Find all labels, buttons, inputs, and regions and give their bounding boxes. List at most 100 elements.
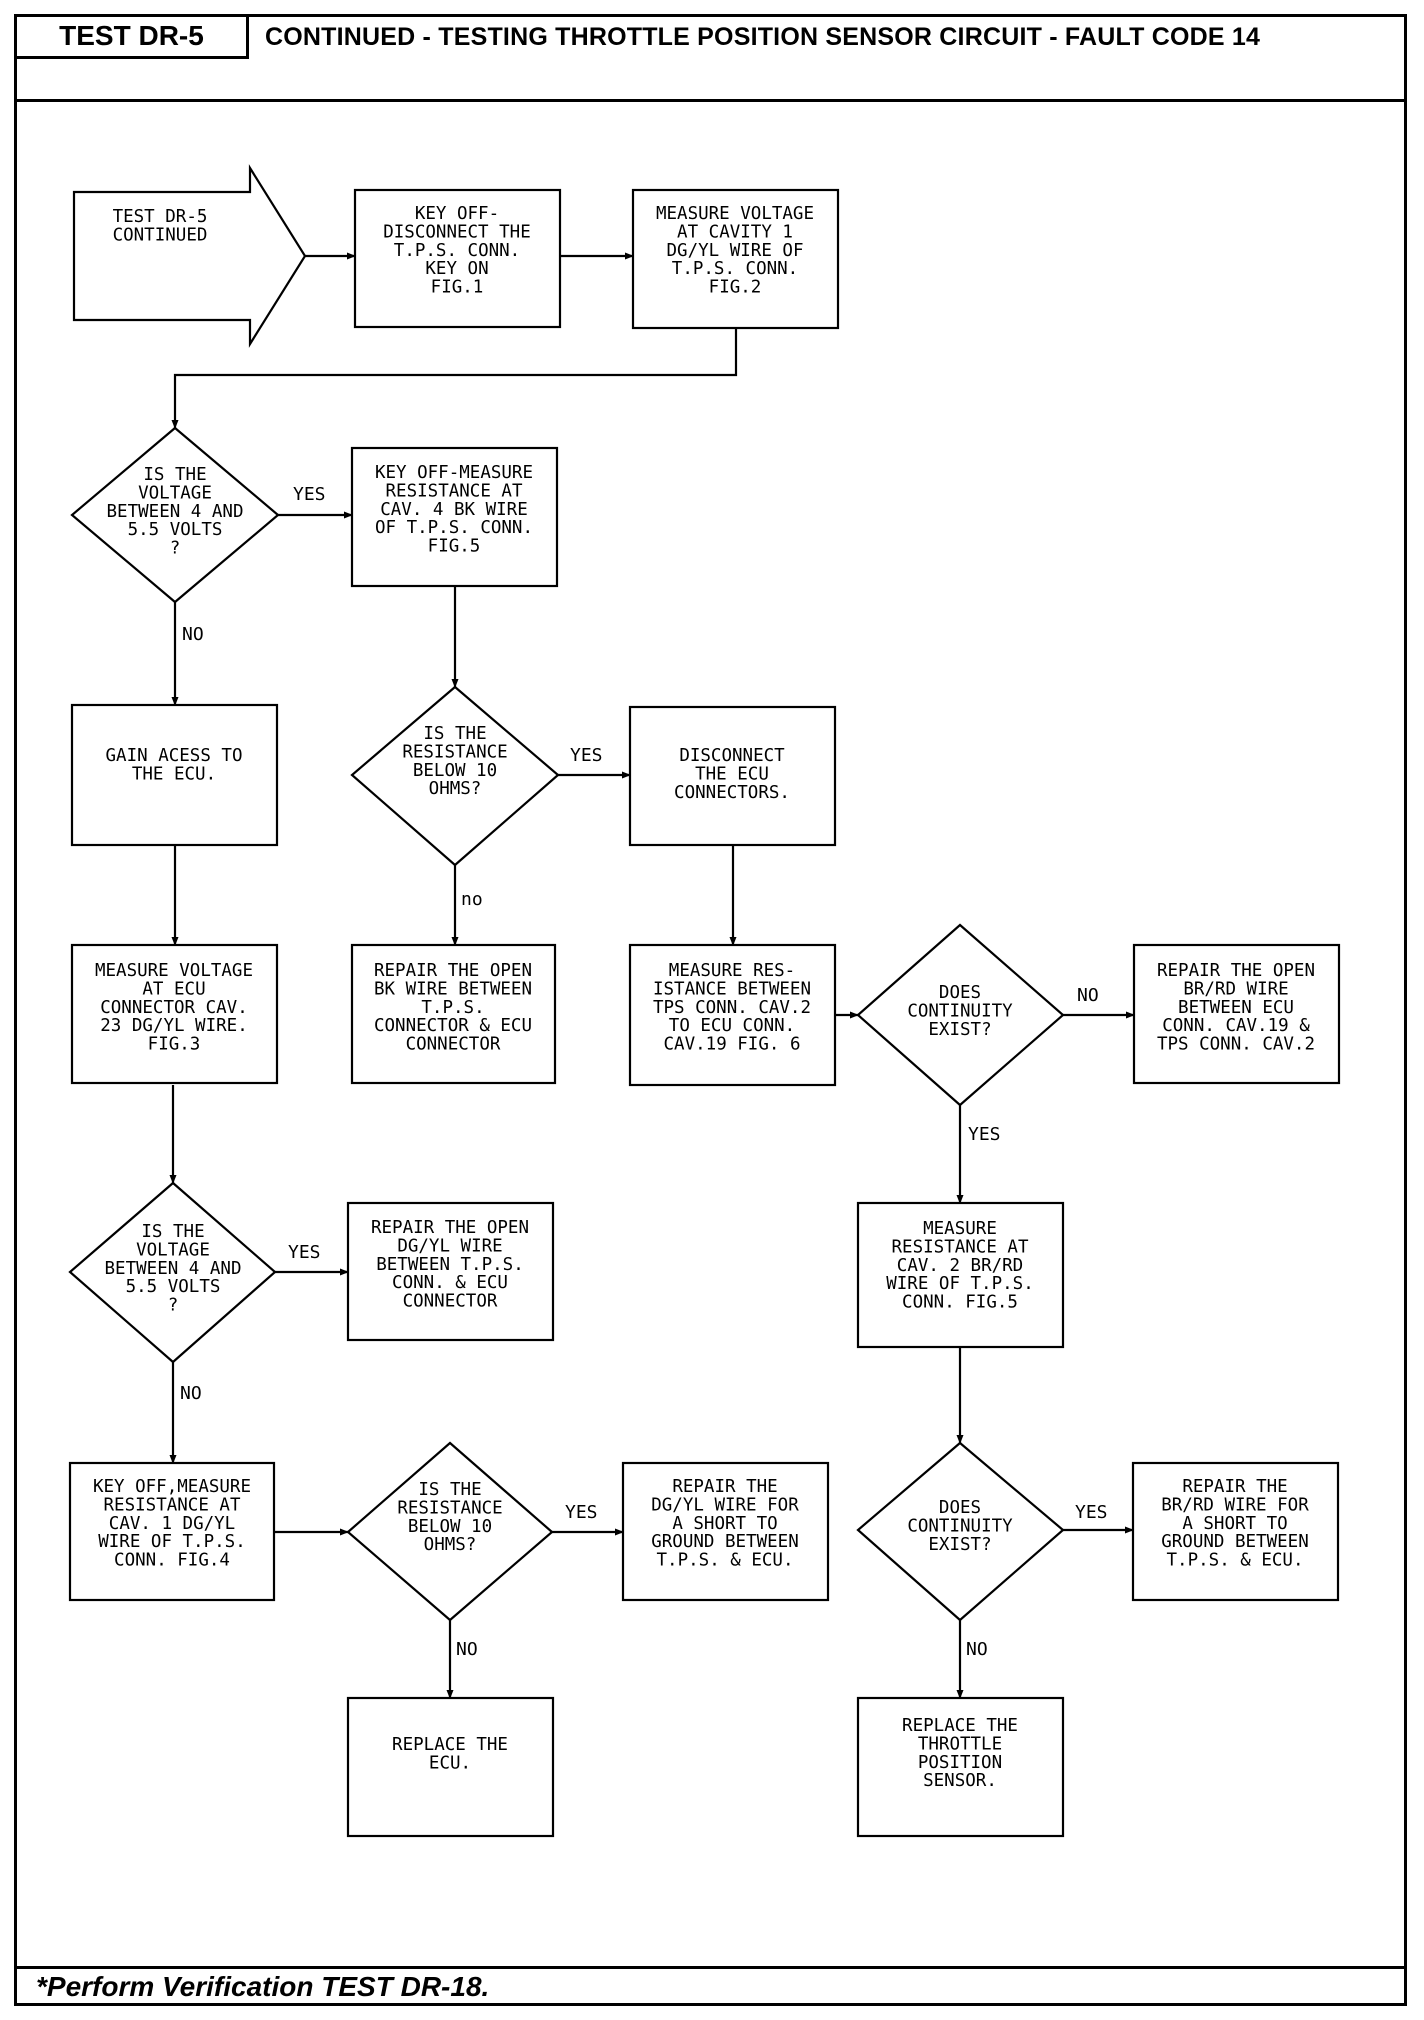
node-text-line: TO ECU CONN.	[669, 1016, 795, 1036]
label-no: no	[461, 889, 483, 910]
node-text-line: REPAIR THE	[1182, 1477, 1287, 1497]
node-text-line: CONNECTORS.	[674, 783, 790, 803]
node-text-line: THE ECU.	[132, 764, 216, 784]
verification-note: *Perform Verification TEST DR-18.	[36, 1971, 490, 2002]
label-yes: YES	[968, 1124, 1001, 1145]
node-text-line: REPLACE THE	[902, 1716, 1018, 1736]
header: TEST DR-5 CONTINUED - TESTING THROTTLE P…	[14, 14, 1407, 102]
node-text-line: THROTTLE	[918, 1734, 1002, 1754]
node-text-line: DG/YL WIRE FOR	[651, 1495, 799, 1515]
label-yes: YES	[288, 1242, 321, 1263]
label-no: NO	[1077, 985, 1099, 1006]
node-text-line: CONTINUED	[113, 225, 208, 245]
node-text-line: BETWEEN T.P.S.	[376, 1255, 524, 1275]
node-text-line: REPLACE THE	[392, 1735, 508, 1755]
node-text-line: FIG.3	[148, 1035, 201, 1055]
node-text-line: KEY OFF-MEASURE	[375, 463, 533, 483]
node-text-line: ECU.	[429, 1753, 471, 1773]
node-text-line: CAV. 1 DG/YL	[109, 1514, 235, 1534]
connectors	[169, 252, 1135, 1699]
node-text-line: ?	[168, 1296, 179, 1316]
page-title: CONTINUED - TESTING THROTTLE POSITION SE…	[265, 23, 1261, 51]
node-text-line: BETWEEN ECU	[1178, 998, 1294, 1018]
node-text-line: CONNECTOR	[406, 1035, 501, 1055]
node-text-line: DOES	[939, 1498, 981, 1518]
node-text-line: CAV.19 FIG. 6	[664, 1035, 801, 1055]
node-text-line: THE ECU	[695, 764, 769, 784]
node-text-line: TPS CONN. CAV.2	[653, 998, 811, 1018]
node-text-line: GROUND BETWEEN	[651, 1532, 799, 1552]
node-text-line: FIG.1	[431, 278, 484, 298]
node-text-line: OHMS?	[424, 1535, 477, 1555]
label-no: NO	[966, 1639, 988, 1660]
label-no: NO	[180, 1383, 202, 1404]
node-text-line: POSITION	[918, 1753, 1002, 1773]
node-text-line: BR/RD WIRE FOR	[1161, 1495, 1309, 1515]
node-text-line: RESISTANCE AT	[892, 1237, 1029, 1257]
node-text-line: MEASURE RES-	[669, 961, 795, 981]
node-text-line: T.P.S. & ECU.	[657, 1551, 794, 1571]
label-yes: YES	[293, 484, 326, 505]
node-text-line: 23 DG/YL WIRE.	[100, 1016, 248, 1036]
footer: *Perform Verification TEST DR-18.	[14, 1966, 1407, 2006]
node-text-line: KEY ON	[425, 259, 488, 279]
node-text-line: FIG.5	[428, 537, 481, 557]
node-text-line: BETWEEN 4 AND	[105, 1259, 242, 1279]
node-text-line: RESISTANCE	[402, 742, 507, 762]
node-text-line: FIG.2	[709, 278, 762, 298]
edge-measure-to-decision	[171, 328, 738, 429]
node-text-line: GROUND BETWEEN	[1161, 1532, 1309, 1552]
node-text-line: GAIN ACESS TO	[106, 746, 243, 766]
node-text-line: A SHORT TO	[672, 1514, 777, 1534]
node-text-line: CONN. FIG.4	[114, 1551, 230, 1571]
node-text-line: CONN. & ECU	[392, 1273, 508, 1293]
label-no: NO	[182, 624, 204, 645]
node-text-line: WIRE OF T.P.S.	[886, 1274, 1034, 1294]
label-yes: YES	[565, 1502, 598, 1523]
node-text-line: SENSOR.	[923, 1771, 997, 1791]
node-text-line: DG/YL WIRE OF	[667, 241, 804, 261]
node-text-line: REPAIR THE OPEN	[371, 1218, 529, 1238]
node-text-line: OF T.P.S. CONN.	[375, 518, 533, 538]
node-text-line: AT ECU	[142, 979, 205, 999]
test-id: TEST DR-5	[17, 17, 249, 59]
node-text-line: TEST DR-5	[113, 207, 208, 227]
node-text-line: KEY OFF-	[415, 204, 499, 224]
node-text-line: CONNECTOR CAV.	[100, 998, 248, 1018]
node-text-line: EXIST?	[928, 1535, 991, 1555]
node-text-line: DISCONNECT	[679, 746, 785, 766]
node-text-line: REPAIR THE OPEN	[1157, 961, 1315, 981]
node-text-line: BETWEEN 4 AND	[107, 502, 244, 522]
node-text-line: MEASURE VOLTAGE	[656, 204, 814, 224]
node-text-line: CAV. 2 BR/RD	[897, 1256, 1023, 1276]
node-text-line: VOLTAGE	[136, 1240, 210, 1260]
node-text-line: T.P.S.	[421, 998, 484, 1018]
node-text-line: T.P.S. & ECU.	[1167, 1551, 1304, 1571]
